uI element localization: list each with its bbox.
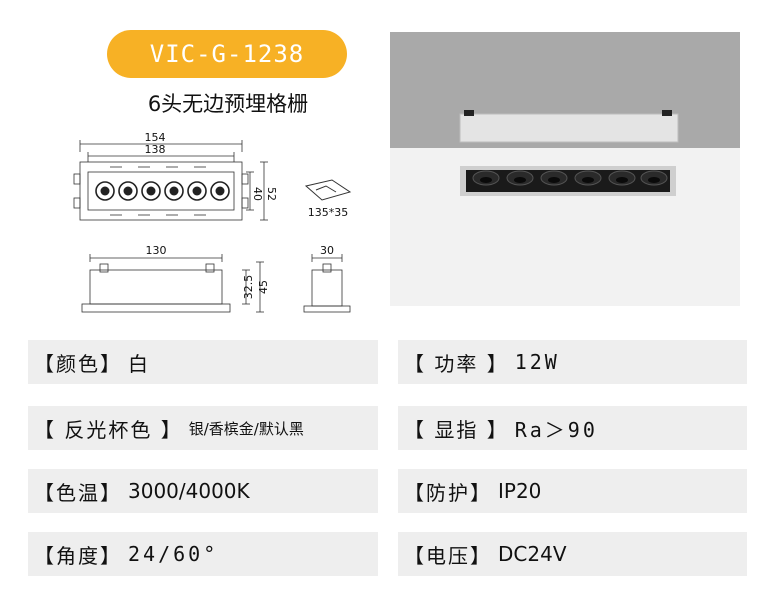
spec-angle-label: 【角度】 — [34, 543, 122, 568]
spec-protection: 【防护】 IP20 — [398, 469, 747, 513]
spec-voltage-label: 【电压】 — [404, 543, 492, 568]
dim-width-inner: 138 — [145, 143, 166, 156]
cutout-size: 135*35 — [308, 206, 349, 219]
spec-color: 【颜色】 白 — [28, 340, 378, 384]
spec-reflector-value: 银/香槟金/默认黑 — [188, 419, 304, 438]
spec-cct-value: 3000/4000K — [128, 479, 250, 503]
spec-power: 【 功率 】 12W — [398, 340, 747, 384]
spec-color-value: 白 — [128, 351, 148, 376]
product-name: 6头无边预埋格栅 — [147, 92, 309, 116]
spec-cri: 【 显指 】 Ra＞90 — [398, 406, 747, 450]
spec-angle: 【角度】 24/60° — [28, 532, 378, 576]
spec-reflector: 【 反光杯色 】 银/香槟金/默认黑 — [28, 406, 378, 450]
dim-depth: 30 — [320, 244, 334, 257]
dim-height-outer: 52 — [265, 187, 278, 201]
dim-side-length: 130 — [146, 244, 167, 257]
spec-power-label: 【 功率 】 — [404, 351, 509, 376]
model-badge: VIC-G-1238 — [107, 30, 347, 78]
dim-height-inner: 40 — [251, 187, 264, 201]
dim-width-outer: 154 — [145, 131, 166, 144]
spec-cri-label: 【 显指 】 — [404, 417, 509, 442]
spec-cri-value: Ra＞90 — [514, 417, 598, 442]
spec-color-label: 【颜色】 — [34, 351, 122, 376]
spec-cct: 【色温】 3000/4000K — [28, 469, 378, 513]
dim-body-height: 32.5 — [242, 275, 255, 300]
technical-drawing: 154 138 40 52 135*35 130 30 32.5 45 — [73, 131, 352, 313]
spec-protection-label: 【防护】 — [404, 480, 492, 505]
product-photo — [390, 32, 740, 306]
dim-total-height: 45 — [257, 280, 270, 294]
spec-reflector-label: 【 反光杯色 】 — [34, 417, 183, 442]
spec-voltage: 【电压】 DC24V — [398, 532, 747, 576]
spec-protection-value: IP20 — [498, 479, 542, 503]
spec-cct-label: 【色温】 — [34, 480, 122, 505]
spec-angle-value: 24/60° — [128, 542, 219, 566]
spec-voltage-value: DC24V — [498, 542, 567, 566]
spec-power-value: 12W — [514, 350, 560, 374]
